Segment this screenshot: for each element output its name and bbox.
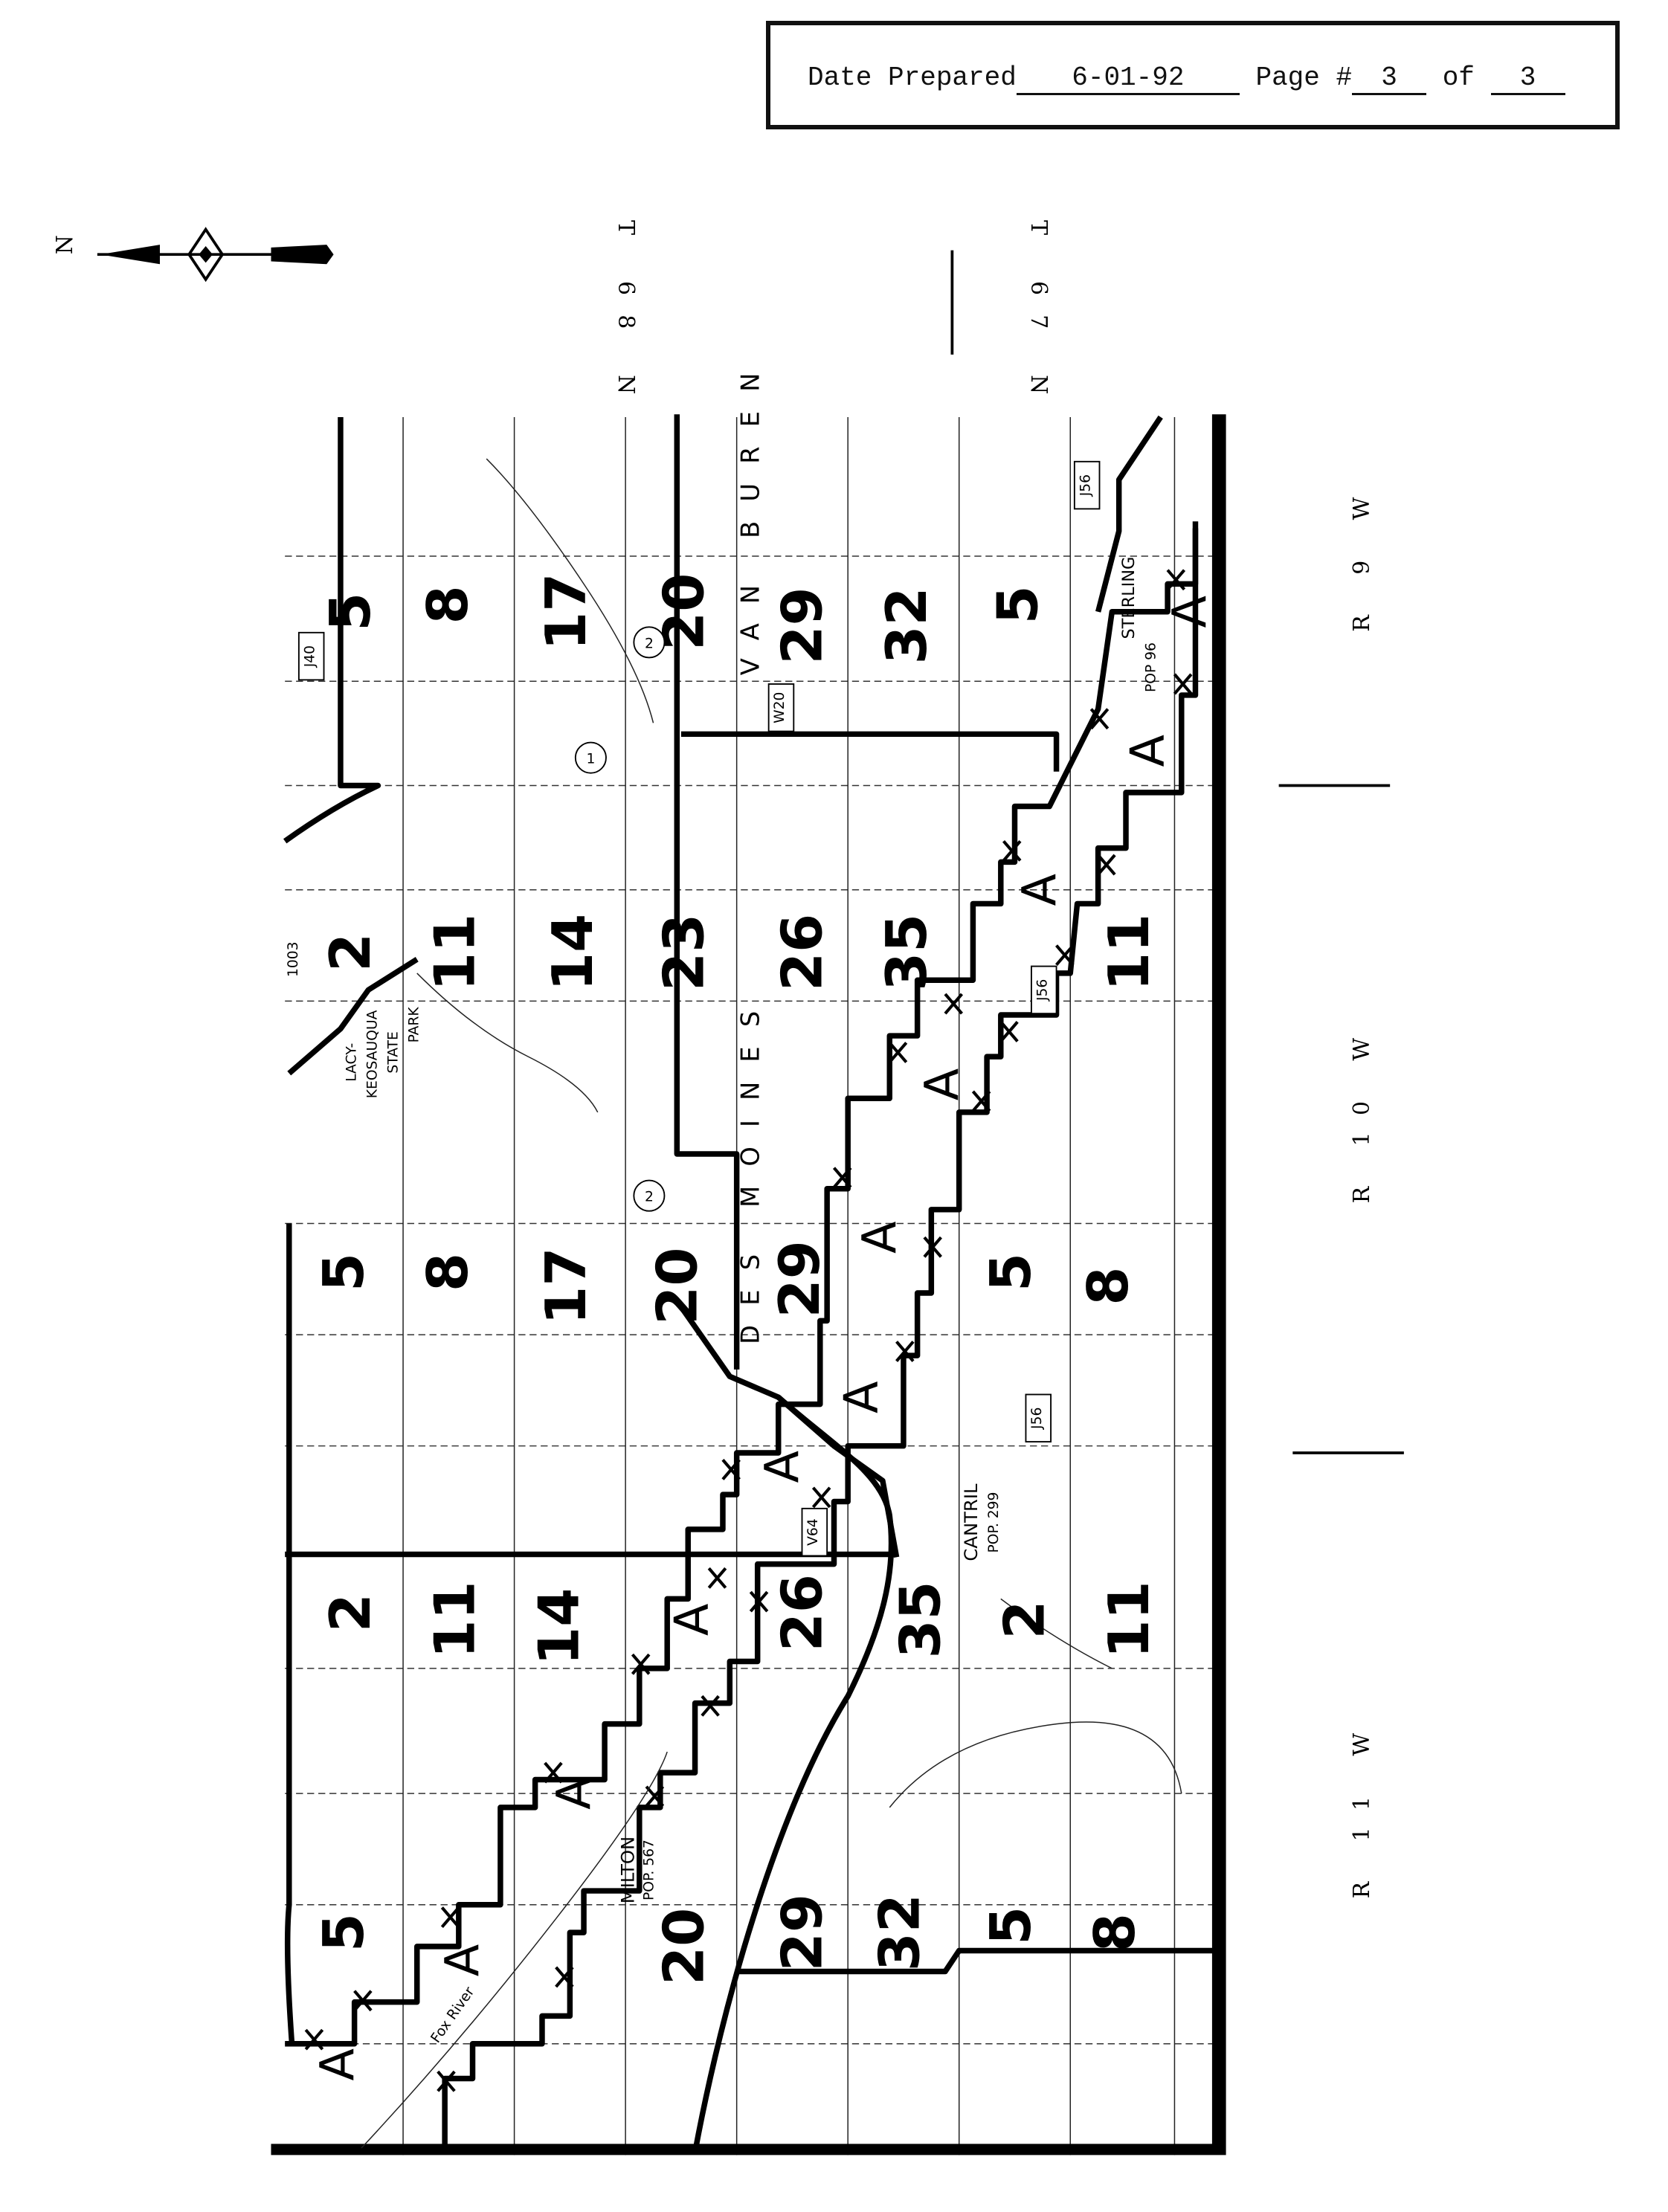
road-j40: J40 [302, 645, 318, 668]
section-number: 5 [979, 1253, 1043, 1292]
section-number: 35 [875, 914, 939, 991]
range-label: R 11 W [1349, 1716, 1375, 1898]
section-number: 11 [422, 914, 487, 991]
section-number: 29 [770, 1894, 835, 1971]
zone-a-label: A [435, 1944, 490, 1976]
section-number: 20 [652, 1908, 717, 1985]
date-value: 6-01-92 [1016, 62, 1240, 95]
range-label: R 10 W [1349, 1021, 1375, 1203]
county-label-van-buren: VAN BUREN [736, 353, 765, 675]
park-label: PARK [407, 1007, 422, 1043]
route-1-shield: 1 [586, 752, 595, 767]
zone-a-label: A [1162, 596, 1217, 628]
section-number: 32 [875, 587, 939, 664]
date-label: Date Prepared [808, 62, 1017, 93]
highway-2-shield: 2 [645, 636, 654, 651]
zone-a-label: A [546, 1777, 601, 1809]
road-1003: 1003 [286, 941, 301, 977]
town-sterling: STERLING [1119, 557, 1139, 639]
section-number: 29 [767, 1240, 832, 1318]
of-label: of [1442, 62, 1475, 93]
section-number: 8 [416, 1253, 480, 1292]
section-number: 2 [318, 933, 383, 972]
section-number: 29 [770, 587, 835, 664]
zone-a-label: A [310, 2048, 365, 2080]
section-number: 5 [312, 1253, 376, 1292]
road-j56: J56 [1029, 1408, 1045, 1430]
section-number: 23 [652, 914, 717, 991]
section-numbers: 5 8 17 20 29 32 5 2 11 14 23 26 35 11 5 … [312, 573, 1162, 1985]
township-label: T 67 N [1025, 220, 1052, 413]
town-milton-pop: POP. 567 [642, 1839, 657, 1900]
road-v64: V64 [805, 1518, 821, 1546]
section-number: 35 [889, 1581, 953, 1658]
section-number: 8 [1083, 1913, 1147, 1952]
road-j56: J56 [1034, 979, 1050, 1002]
zone-labels: A A A A A A A A A A A [310, 596, 1217, 2081]
river [361, 1751, 668, 2149]
park-label: LACY- [344, 1043, 360, 1082]
section-number: 14 [541, 914, 605, 991]
section-grid [285, 416, 1223, 2155]
section-number: 11 [422, 1581, 487, 1658]
section-number: 32 [867, 1894, 932, 1971]
road-w20: W20 [772, 692, 788, 723]
town-cantril-pop: POP. 299 [986, 1492, 1002, 1553]
county-label-des-moines: DES MOINES [736, 992, 765, 1344]
section-number: 11 [1097, 914, 1162, 991]
section-number: 5 [318, 593, 383, 631]
section-number: 8 [416, 585, 480, 624]
zone-a-label: A [915, 1068, 970, 1100]
section-number: 11 [1097, 1581, 1162, 1658]
highway-2-shield: 2 [645, 1190, 654, 1205]
section-number: 14 [527, 1588, 592, 1666]
compass-icon: N [52, 227, 334, 283]
range-label: R 9 W [1349, 480, 1375, 632]
district-boundaries [271, 414, 1226, 2155]
section-number: 5 [985, 585, 1050, 624]
page-value: 3 [1352, 62, 1427, 95]
town-cantril: CANTRIL [960, 1483, 982, 1561]
town-milton: MILTON [616, 1837, 638, 1903]
boundary-x-marks [304, 569, 1193, 2092]
section-number: 5 [312, 1913, 376, 1952]
zone-a-label: A [852, 1221, 907, 1253]
section-number: 2 [993, 1600, 1057, 1639]
section-number: 20 [645, 1248, 709, 1325]
park-label: KEOSAUQUA [365, 1010, 381, 1098]
zone-a-label: A [834, 1381, 889, 1413]
zone-a-label: A [755, 1451, 810, 1483]
section-number: 17 [534, 1248, 599, 1325]
park-label: STATE [386, 1031, 402, 1073]
township-label: T 68 N [613, 220, 639, 413]
section-number: 8 [1076, 1267, 1141, 1306]
page-label: Page # [1255, 62, 1353, 93]
north-label: N [52, 235, 78, 254]
river-label: Fox River [428, 1984, 478, 2046]
section-number: 17 [534, 573, 599, 651]
road-shields: J40 W20 J56 J56 J56 V64 2 2 1 1003 [286, 460, 1101, 1557]
section-number: 26 [770, 1574, 835, 1651]
zone-a-label: A [1120, 735, 1175, 767]
town-sterling-pop: POP 96 [1143, 642, 1159, 692]
page-total: 3 [1490, 62, 1565, 95]
section-number: 2 [318, 1593, 383, 1632]
zone-a-label: A [664, 1604, 719, 1636]
section-number: 26 [770, 914, 835, 991]
section-number: 5 [979, 1906, 1043, 1945]
zone-a-label: A [1011, 874, 1066, 906]
road-j56: J56 [1078, 474, 1093, 497]
